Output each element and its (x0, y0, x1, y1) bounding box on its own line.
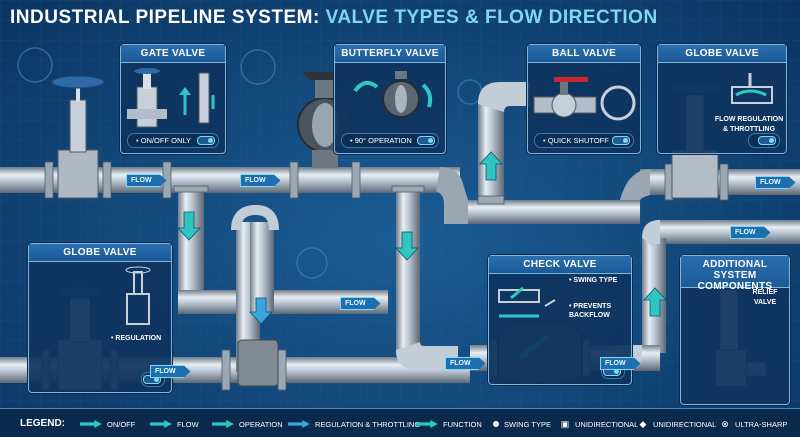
globe-valve-left-title: GLOBE VALVE (29, 244, 171, 262)
legend-label: FUNCTION (443, 419, 482, 429)
globe-top-footer (748, 133, 780, 148)
flow-label: FLOW (126, 174, 167, 187)
check-valve-diagram (498, 286, 556, 318)
flow-label: FLOW (755, 176, 796, 189)
globe-valve-left-note: • REGULATION (111, 335, 162, 342)
globe-top-toggle[interactable] (758, 136, 776, 145)
legend-label: ULTRA-SHARP (735, 419, 788, 429)
legend-item: ⊗ ULTRA-SHARP (720, 417, 787, 431)
butterfly-valve-diagram (353, 71, 433, 118)
globe-valve-left-panel: GLOBE VALVE • REGULATION (28, 243, 172, 393)
additional-components-title: ADDITIONAL SYSTEM COMPONENTS (681, 256, 789, 292)
flow-label: FLOW (340, 297, 381, 310)
gate-valve-title: GATE VALVE (121, 45, 225, 63)
legend: LEGEND: ON/OFF FLOW OPERATION REGULATION… (0, 408, 800, 437)
legend-label: REGULATION & THROTTLING (315, 419, 421, 429)
bullet-icon (493, 421, 499, 427)
gate-toggle[interactable] (197, 136, 215, 145)
ball-valve-title: BALL VALVE (528, 45, 640, 63)
title-part-1: INDUSTRIAL PIPELINE SYSTEM: (10, 7, 320, 28)
legend-label: OPERATION (239, 419, 283, 429)
arrow-icon (288, 420, 310, 428)
legend-label: UNIDIRECTIONAL (653, 419, 717, 429)
globe-valve-top-diagram (731, 73, 773, 104)
gate-valve-footer: • ON/OFF ONLY (127, 133, 219, 148)
legend-item: OPERATION (212, 417, 283, 431)
globe-valve-top-title: GLOBE VALVE (658, 45, 786, 63)
flow-label: FLOW (150, 365, 191, 378)
gate-valve-diagram (127, 68, 215, 128)
flow-arrows (177, 151, 667, 325)
ball-toggle[interactable] (612, 136, 630, 145)
butterfly-valve-footer: • 90° OPERATION (341, 133, 439, 148)
arrow-icon (80, 420, 102, 428)
additional-components-panel: ADDITIONAL SYSTEM COMPONENTS RELIEF VALV… (680, 255, 790, 405)
flow-label: FLOW (445, 357, 486, 370)
legend-item: REGULATION & THROTTLING (288, 417, 420, 431)
butterfly-valve-title: BUTTERFLY VALVE (335, 45, 445, 63)
ball-valve-footer: • QUICK SHUTOFF (534, 133, 634, 148)
arrow-icon (212, 420, 234, 428)
legend-label: FLOW (177, 419, 199, 429)
legend-label: ON/OFF (107, 419, 136, 429)
ball-valve-panel: BALL VALVE • QUICK SHUTOFF (527, 44, 641, 154)
legend-title: LEGEND: (20, 418, 65, 429)
legend-label: SWING TYPE (504, 419, 551, 429)
legend-item: ON/OFF (80, 417, 135, 431)
title-part-2: VALVE TYPES & FLOW DIRECTION (325, 7, 658, 28)
butterfly-valve-panel: BUTTERFLY VALVE • 90° OPERATION (334, 44, 446, 154)
legend-item: ◆ UNIDIRECTIONAL (638, 417, 717, 431)
legend-item: FLOW (150, 417, 199, 431)
flow-label: FLOW (600, 357, 641, 370)
gate-valve-note: • ON/OFF ONLY (136, 136, 191, 145)
ball-valve-diagram (533, 77, 636, 121)
globe-valve-top-note: FLOW REGULATION & THROTTLING (714, 116, 784, 133)
relief-valve-note: RELIEF VALVE (752, 289, 778, 306)
check-valve-title: CHECK VALVE (489, 256, 631, 274)
check-valve-note-backflow: • PREVENTS BACKFLOW (569, 303, 612, 319)
arrow-icon (416, 420, 438, 428)
globe-valve-top-panel: GLOBE VALVE FLOW REGULATION & THROTTLING (657, 44, 787, 154)
gate-valve-panel: GATE VALVE • ON/OFF ONLY (120, 44, 226, 154)
cross-circle-icon: ⊗ (721, 419, 729, 429)
legend-label: UNIDIRECTIONAL (575, 419, 639, 429)
arrow-icon (150, 420, 172, 428)
flow-label: FLOW (730, 226, 771, 239)
legend-item: FUNCTION (416, 417, 482, 431)
globe-valve-left-diagram (125, 266, 151, 325)
legend-item: ▣ UNIDIRECTIONAL (560, 417, 639, 431)
butterfly-toggle[interactable] (417, 136, 435, 145)
flow-label: FLOW (240, 174, 281, 187)
page-title: INDUSTRIAL PIPELINE SYSTEM: VALVE TYPES … (10, 7, 658, 29)
butterfly-valve-note: • 90° OPERATION (350, 136, 412, 145)
diamond-icon: ◆ (639, 419, 647, 429)
legend-item: SWING TYPE (493, 417, 551, 431)
gate-valve-main (51, 75, 105, 199)
square-icon: ▣ (560, 419, 570, 429)
check-valve-note-swing: • SWING TYPE (569, 277, 618, 284)
ball-valve-note: • QUICK SHUTOFF (543, 136, 609, 145)
